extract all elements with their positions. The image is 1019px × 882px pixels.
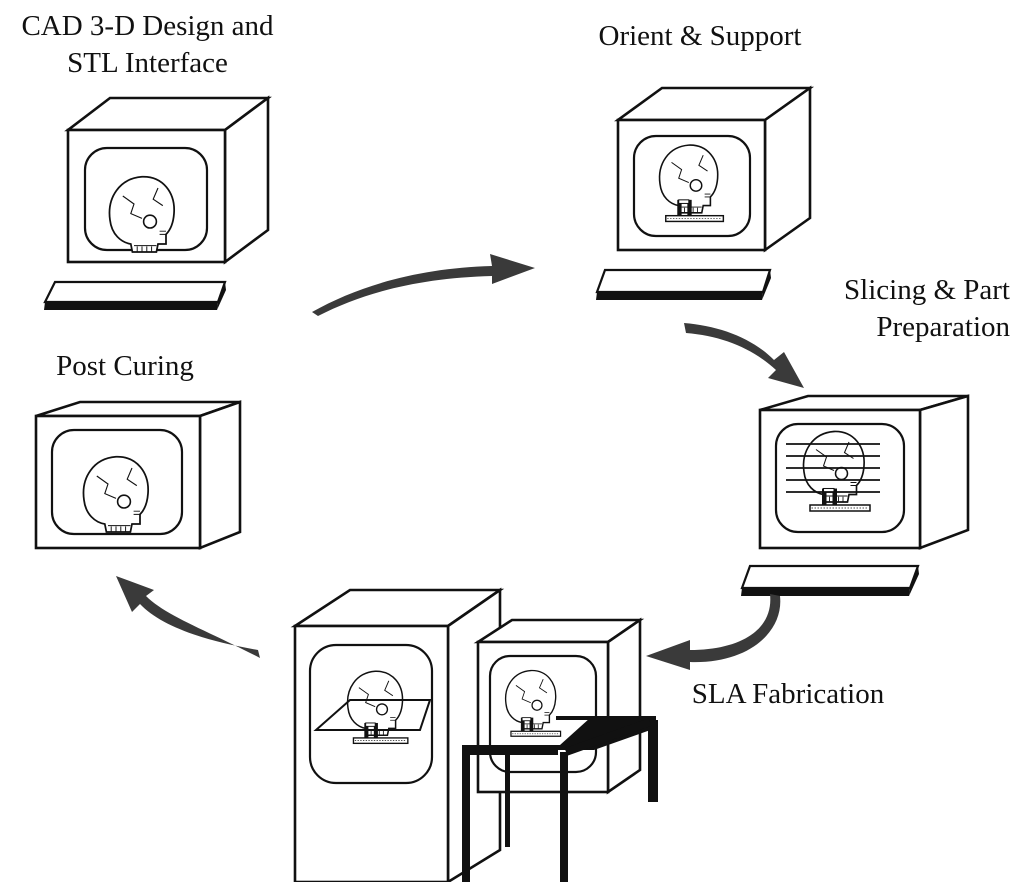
post-curing-station [34, 400, 242, 550]
arrow-orient-to-slicing [684, 323, 804, 388]
label-sla-line1: SLA Fabrication [691, 678, 885, 710]
label-slicing-line2: Preparation [876, 311, 1010, 343]
orient-workstation [595, 85, 815, 300]
arrow-cad-to-orient [312, 254, 535, 316]
label-cad-line1: CAD 3-D Design and [21, 10, 274, 42]
cycle-arrows [116, 254, 804, 670]
cad-workstation [43, 95, 272, 310]
label-slicing-preparation: Slicing & Part Preparation [780, 272, 1010, 346]
label-post-curing: Post Curing [25, 348, 225, 385]
sla-machine [290, 587, 658, 882]
label-orient-line1: Orient & Support [598, 20, 802, 52]
slicing-workstation [740, 394, 970, 596]
arrow-slicing-to-fabrication [646, 594, 781, 670]
label-cad-line2: STL Interface [67, 47, 228, 79]
label-sla-fabrication: SLA Fabrication [668, 676, 908, 713]
label-post-line1: Post Curing [56, 350, 194, 382]
label-slicing-line1: Slicing & Part [844, 274, 1010, 306]
arrow-fabrication-to-post [116, 576, 260, 658]
label-orient-support: Orient & Support [565, 18, 835, 55]
label-cad-design: CAD 3-D Design and STL Interface [0, 8, 295, 82]
